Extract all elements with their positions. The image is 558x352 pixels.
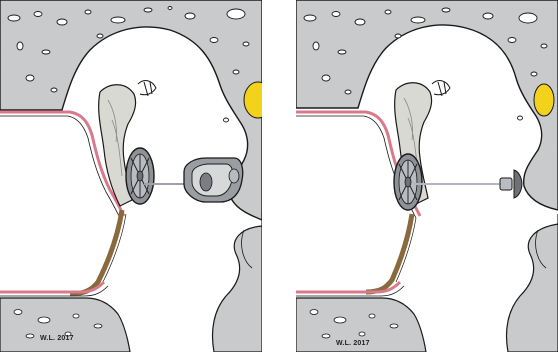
- right-lower-bone: [213, 210, 263, 352]
- lower-bone: [0, 298, 130, 352]
- implant-disc: [126, 148, 154, 204]
- ossicle-head: [432, 81, 450, 96]
- panel-left: W.L. 2017: [0, 0, 262, 352]
- canal-wall: [70, 210, 122, 294]
- yellow-marker: [534, 84, 554, 116]
- canal-wall: [366, 214, 412, 292]
- panel-right-drawing: [296, 0, 558, 352]
- skin-lower: [0, 282, 104, 292]
- ossicle-head: [138, 81, 156, 96]
- right-lower-bone: [507, 214, 558, 352]
- implant-disc: [394, 154, 422, 210]
- panel-left-drawing: [0, 0, 262, 352]
- panel-right: W.L. 2017: [296, 0, 558, 352]
- artist-signature: W.L. 2017: [40, 335, 74, 342]
- small-connector: [500, 170, 522, 198]
- artist-signature: W.L. 2017: [336, 340, 370, 347]
- external-connector: [184, 158, 243, 202]
